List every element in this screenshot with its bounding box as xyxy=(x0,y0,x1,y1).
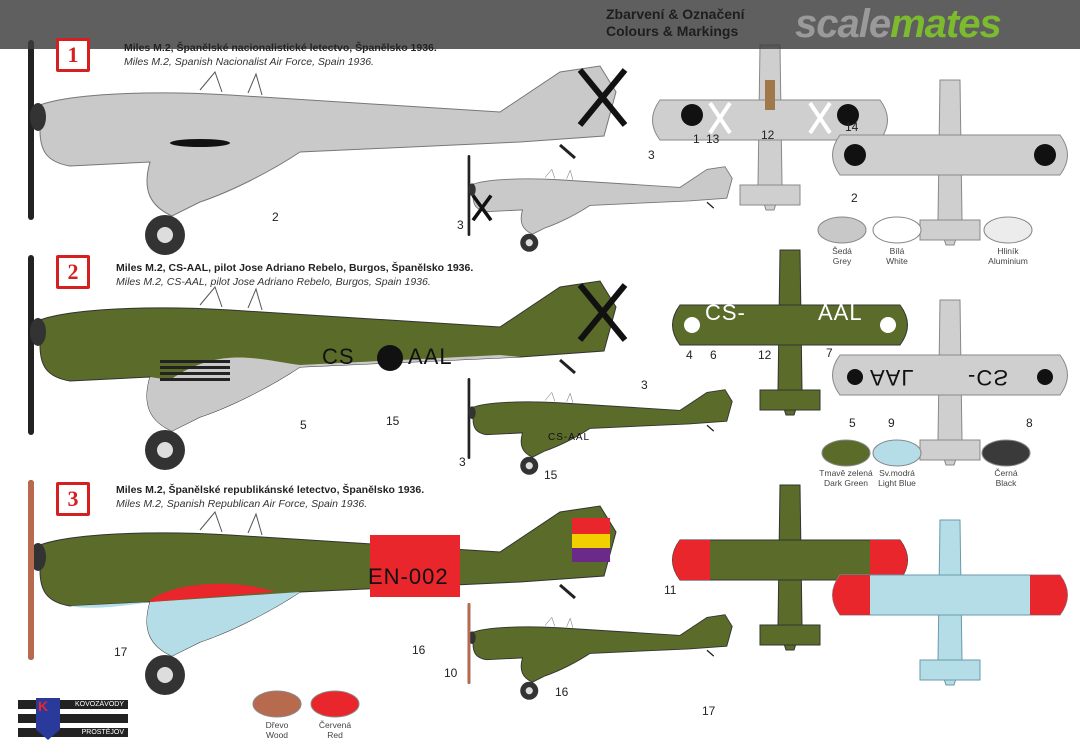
callout-number: 17 xyxy=(114,645,128,659)
fuselage-registration: AAL xyxy=(408,344,453,369)
watermark-part: scale xyxy=(795,2,891,46)
callout-number: 15 xyxy=(386,414,400,428)
wing-registration: AAL xyxy=(818,300,863,325)
callout-number: 5 xyxy=(849,416,856,430)
callout-number: 10 xyxy=(444,666,458,680)
callout-number: 5 xyxy=(300,418,307,432)
watermark-band xyxy=(0,0,1080,49)
profile-title-english: Miles M.2, Spanish Nacionalist Air Force… xyxy=(124,56,374,68)
callout-number: 12 xyxy=(761,128,775,142)
watermark-part: mates xyxy=(890,2,1002,46)
callout-number: 9 xyxy=(888,416,895,430)
callout-number: 2 xyxy=(851,191,858,205)
wing-registration: -CS xyxy=(968,365,1009,390)
callout-number: 3 xyxy=(459,455,466,469)
callout-number: 11 xyxy=(664,583,677,597)
profile-title-czech: Miles M.2, Španělské nacionalistické let… xyxy=(124,42,437,54)
wing-registration: CS- xyxy=(705,300,746,325)
profile-number-badge: 3 xyxy=(56,482,90,516)
profile-number-badge: 2 xyxy=(56,255,90,289)
callout-number: 15 xyxy=(544,468,558,482)
scalemates-watermark: scalemates xyxy=(795,2,1002,47)
callout-number: 8 xyxy=(1026,416,1033,430)
callout-number: 7 xyxy=(826,346,833,360)
profile-title-english: Miles M.2, CS-AAL, pilot Jose Adriano Re… xyxy=(116,276,431,288)
title-czech: Zbarvení & Označení xyxy=(606,6,745,22)
logo-shield-icon xyxy=(36,698,60,740)
callout-number: 3 xyxy=(648,148,655,162)
logo-text: PROSTĚJOV xyxy=(18,728,128,737)
profile-title-czech: Miles M.2, Španělské republikánské letec… xyxy=(116,484,425,496)
profile-title-czech: Miles M.2, CS-AAL, pilot Jose Adriano Re… xyxy=(116,262,474,274)
wing-registration: AAL xyxy=(870,365,915,390)
logo-text: KOVOZÁVODY xyxy=(18,700,128,709)
callout-number: 16 xyxy=(412,643,426,657)
callout-number: 12 xyxy=(758,348,772,362)
callout-number: 14 xyxy=(845,120,859,134)
callout-number: 3 xyxy=(457,218,464,232)
title-english: Colours & Markings xyxy=(606,23,739,39)
profile-number-badge: 1 xyxy=(56,38,90,72)
callout-number: 6 xyxy=(710,348,717,362)
small-registration: CS-AAL xyxy=(548,432,591,443)
callout-number: 1 xyxy=(693,132,700,146)
logo-bar xyxy=(18,714,128,723)
callout-number: 2 xyxy=(272,210,279,224)
profile-title-english: Miles M.2, Spanish Republican Air Force,… xyxy=(116,498,368,510)
callout-number: 16 xyxy=(555,685,569,699)
callout-number: 3 xyxy=(641,378,648,392)
callout-number: 13 xyxy=(706,132,720,146)
fuselage-registration: CS xyxy=(322,344,355,369)
fuselage-registration: EN-002 xyxy=(368,564,449,589)
kovozavody-logo: KOVOZÁVODY PROSTĚJOV K xyxy=(16,698,128,740)
callout-number: 17 xyxy=(702,704,716,718)
logo-k-mark: K xyxy=(38,698,49,714)
callout-number: 4 xyxy=(686,348,693,362)
